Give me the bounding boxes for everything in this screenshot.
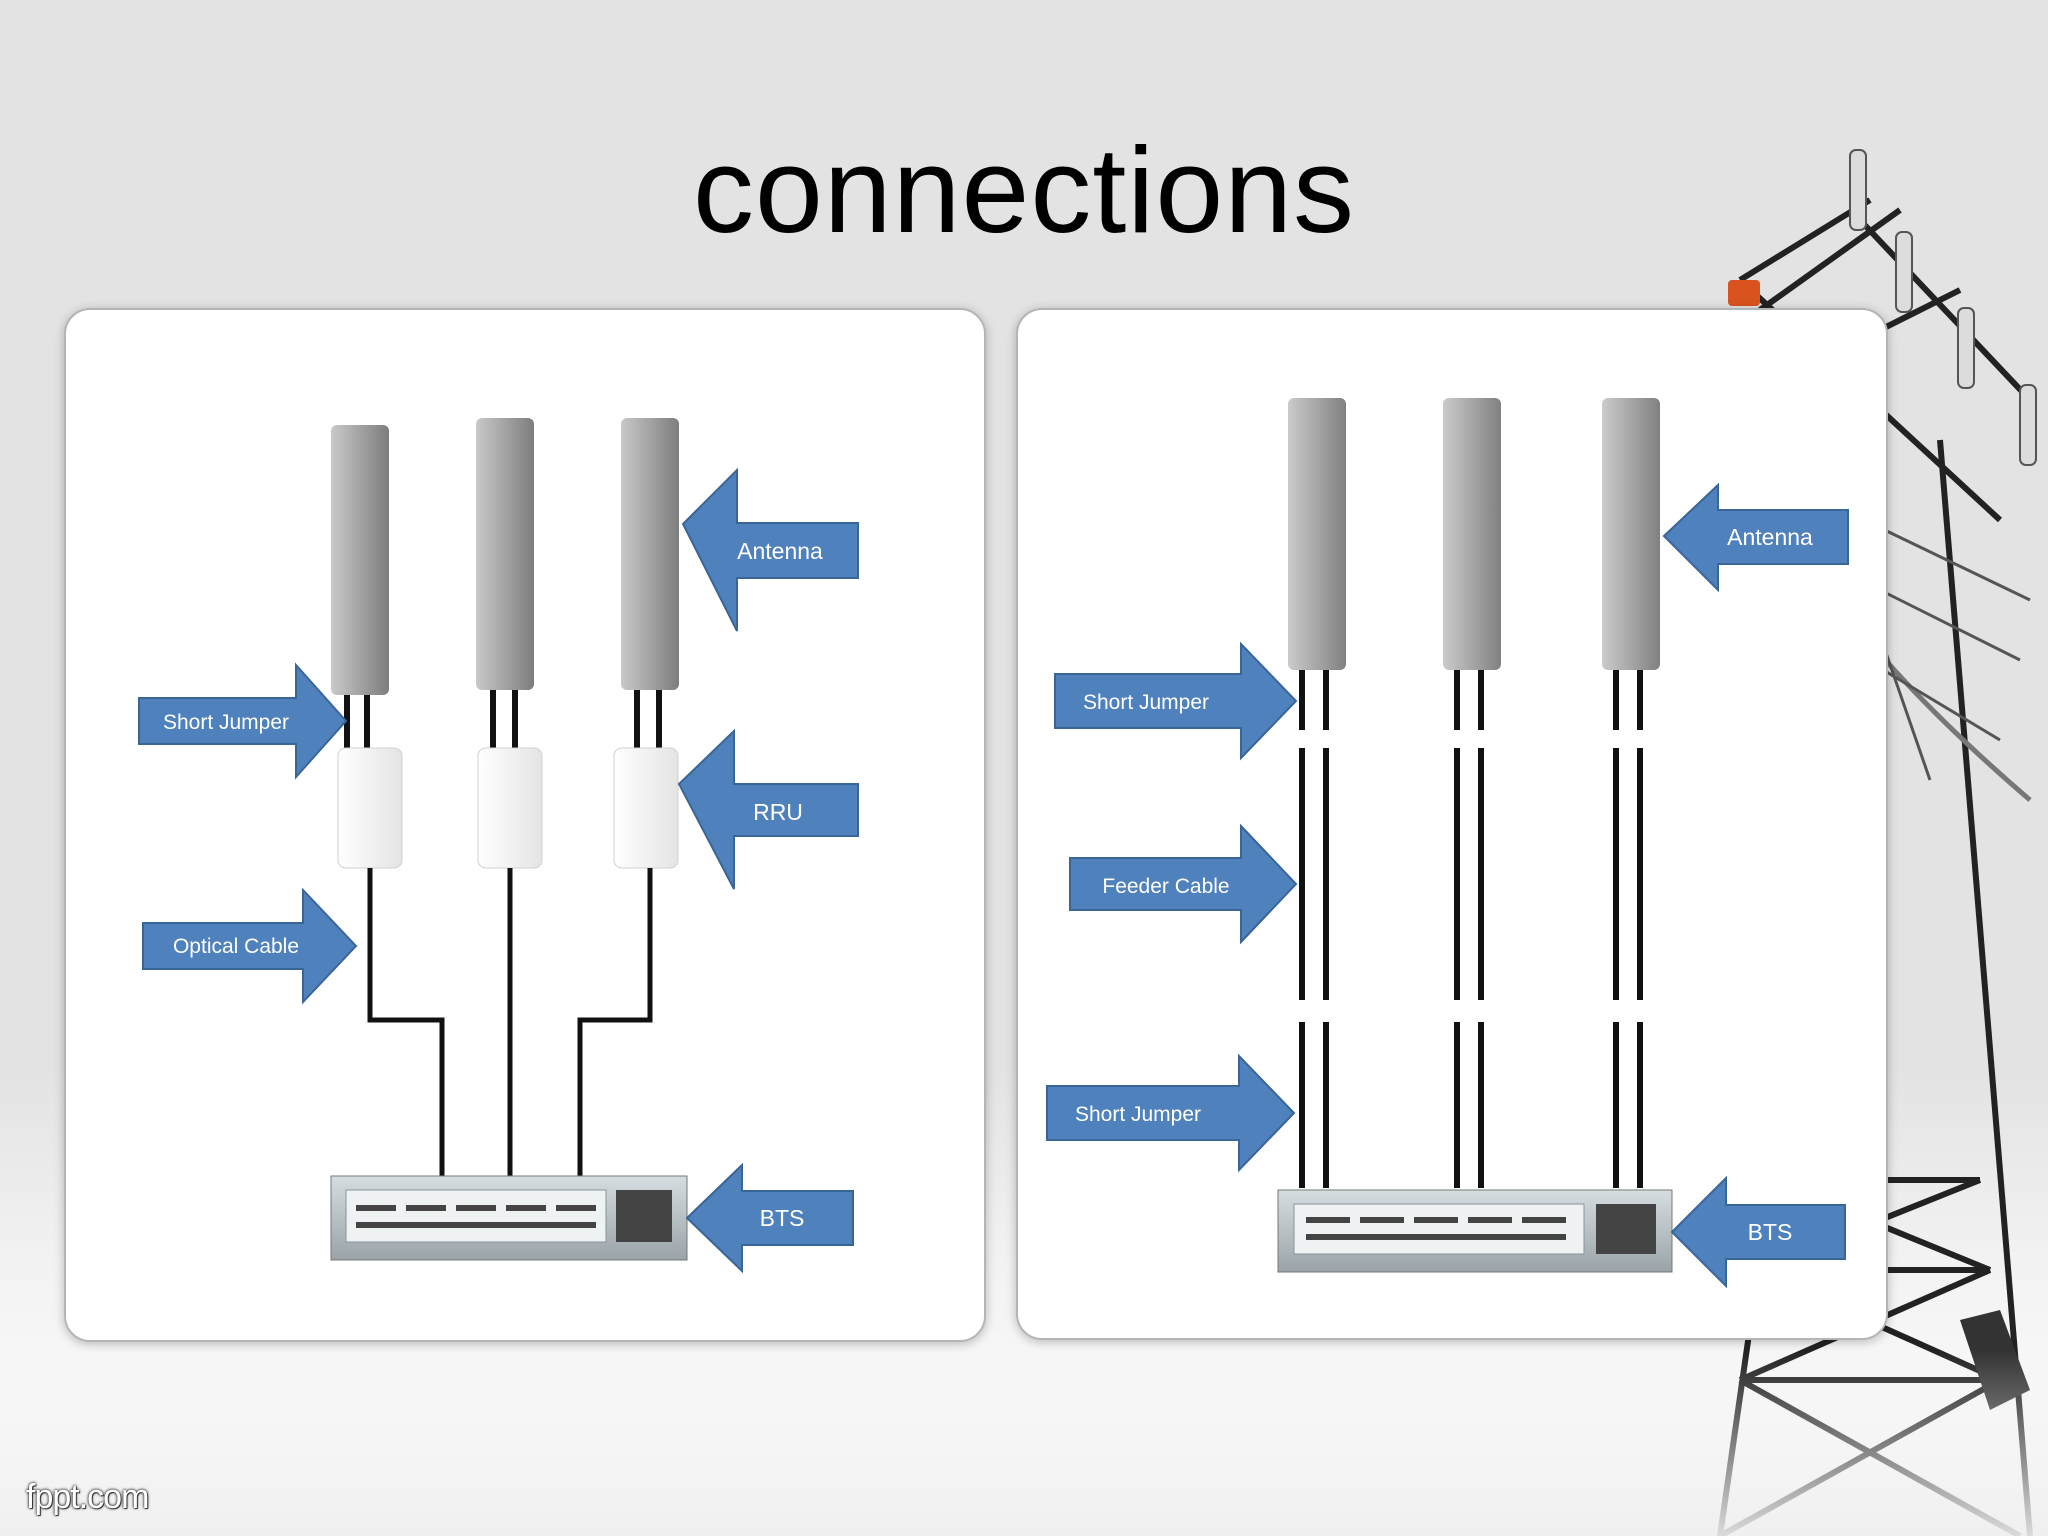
antenna-arrow: Antenna — [681, 467, 859, 632]
brand-logo: fppt.com — [26, 1478, 149, 1516]
short-jumpers — [344, 690, 662, 750]
antenna-label: Antenna — [737, 538, 823, 564]
left-panel: Short Jumper Optical Cable Antenna RRU B… — [64, 308, 986, 1342]
rru-1 — [337, 747, 403, 869]
bts-unit — [330, 1175, 688, 1261]
rru-label: RRU — [753, 799, 803, 825]
feeder-diagram: Short Jumper Feeder Cable Short Jumper A… — [1046, 398, 1849, 1289]
optical-cable-label: Optical Cable — [173, 935, 299, 958]
short-jumper-label: Short Jumper — [163, 711, 289, 734]
bts-arrow: BTS — [1670, 1175, 1846, 1289]
antenna-label: Antenna — [1727, 524, 1813, 550]
short-jumper-bottom-label: Short Jumper — [1075, 1103, 1201, 1126]
short-jumper-bottom-arrow: Short Jumper — [1046, 1053, 1296, 1173]
short-jumper-top-arrow: Short Jumper — [1054, 641, 1298, 761]
short-jumper-arrow: Short Jumper — [138, 662, 348, 780]
rru-2 — [477, 747, 543, 869]
feeder-cables — [1299, 670, 1643, 1188]
rru-3 — [613, 747, 679, 869]
right-panel: Short Jumper Feeder Cable Short Jumper A… — [1016, 308, 1888, 1340]
short-jumper-top-label: Short Jumper — [1083, 691, 1209, 714]
bts-arrow: BTS — [685, 1162, 854, 1274]
rru-arrow: RRU — [677, 728, 859, 890]
antenna-2 — [1443, 398, 1501, 670]
antenna-3 — [621, 418, 679, 690]
feeder-cable-label: Feeder Cable — [1102, 875, 1229, 898]
floor-reflection — [0, 1350, 2048, 1536]
optical-cables — [367, 868, 653, 1178]
antenna-1 — [1288, 398, 1346, 670]
rru-diagram: Short Jumper Optical Cable Antenna RRU B… — [138, 418, 859, 1274]
antenna-2 — [476, 418, 534, 690]
antenna-3 — [1602, 398, 1660, 670]
antenna-arrow: Antenna — [1662, 482, 1849, 593]
bts-unit — [1277, 1189, 1673, 1273]
bts-label: BTS — [1748, 1219, 1793, 1245]
antenna-1 — [331, 425, 389, 695]
bts-label: BTS — [760, 1205, 805, 1231]
slide-title: connections — [692, 122, 1356, 258]
optical-cable-arrow: Optical Cable — [142, 887, 358, 1005]
feeder-cable-arrow: Feeder Cable — [1069, 823, 1298, 945]
